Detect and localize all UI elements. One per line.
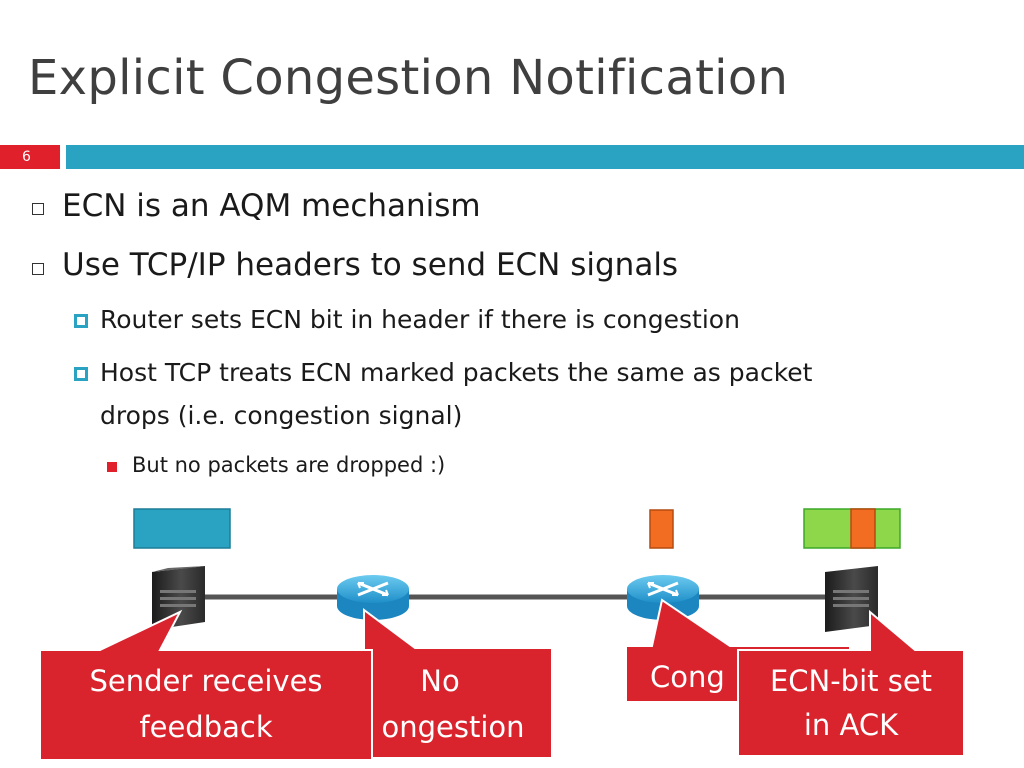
bullet-level1: Use TCP/IP headers to send ECN signals [62,247,679,283]
slide-number: 6 [0,145,60,169]
router-icon [337,575,409,620]
callout-sender-bubble [39,609,373,761]
callout-no-congestion-line1: No [420,664,460,698]
packet-orange-marked [850,508,876,549]
bullet-level2-continued: drops (i.e. congestion signal) [100,401,463,430]
callout-ecn-line2: in ACK [803,708,899,742]
bullet-level3: But no packets are dropped :) [132,453,446,477]
accent-bar [66,145,1024,169]
packet-orange [649,509,674,549]
bullet-level2: Host TCP treats ECN marked packets the s… [100,358,813,387]
bullet-level2: Router sets ECN bit in header if there i… [100,305,740,334]
callout-sender-line1: Sender receives [89,664,323,698]
callout-congestion-text: Cong [650,660,725,694]
callout-ecn-bubble [737,609,965,757]
callout-ecn-line1: ECN-bit set [769,664,933,698]
bullet-level1: ECN is an AQM mechanism [62,188,481,224]
bullet-square-icon [32,263,44,275]
server-icon [825,566,878,632]
callout-sender-line2: feedback [139,710,273,744]
bullet-square-icon [32,203,44,215]
slide-title: Explicit Congestion Notification [28,50,789,106]
bullet-square-icon [74,314,88,328]
server-icon [152,566,205,630]
bullet-square-icon [107,462,117,472]
bullet-square-icon [74,367,88,381]
packet-blue [133,508,231,549]
callout-no-congestion-line2: ongestion [381,710,525,744]
